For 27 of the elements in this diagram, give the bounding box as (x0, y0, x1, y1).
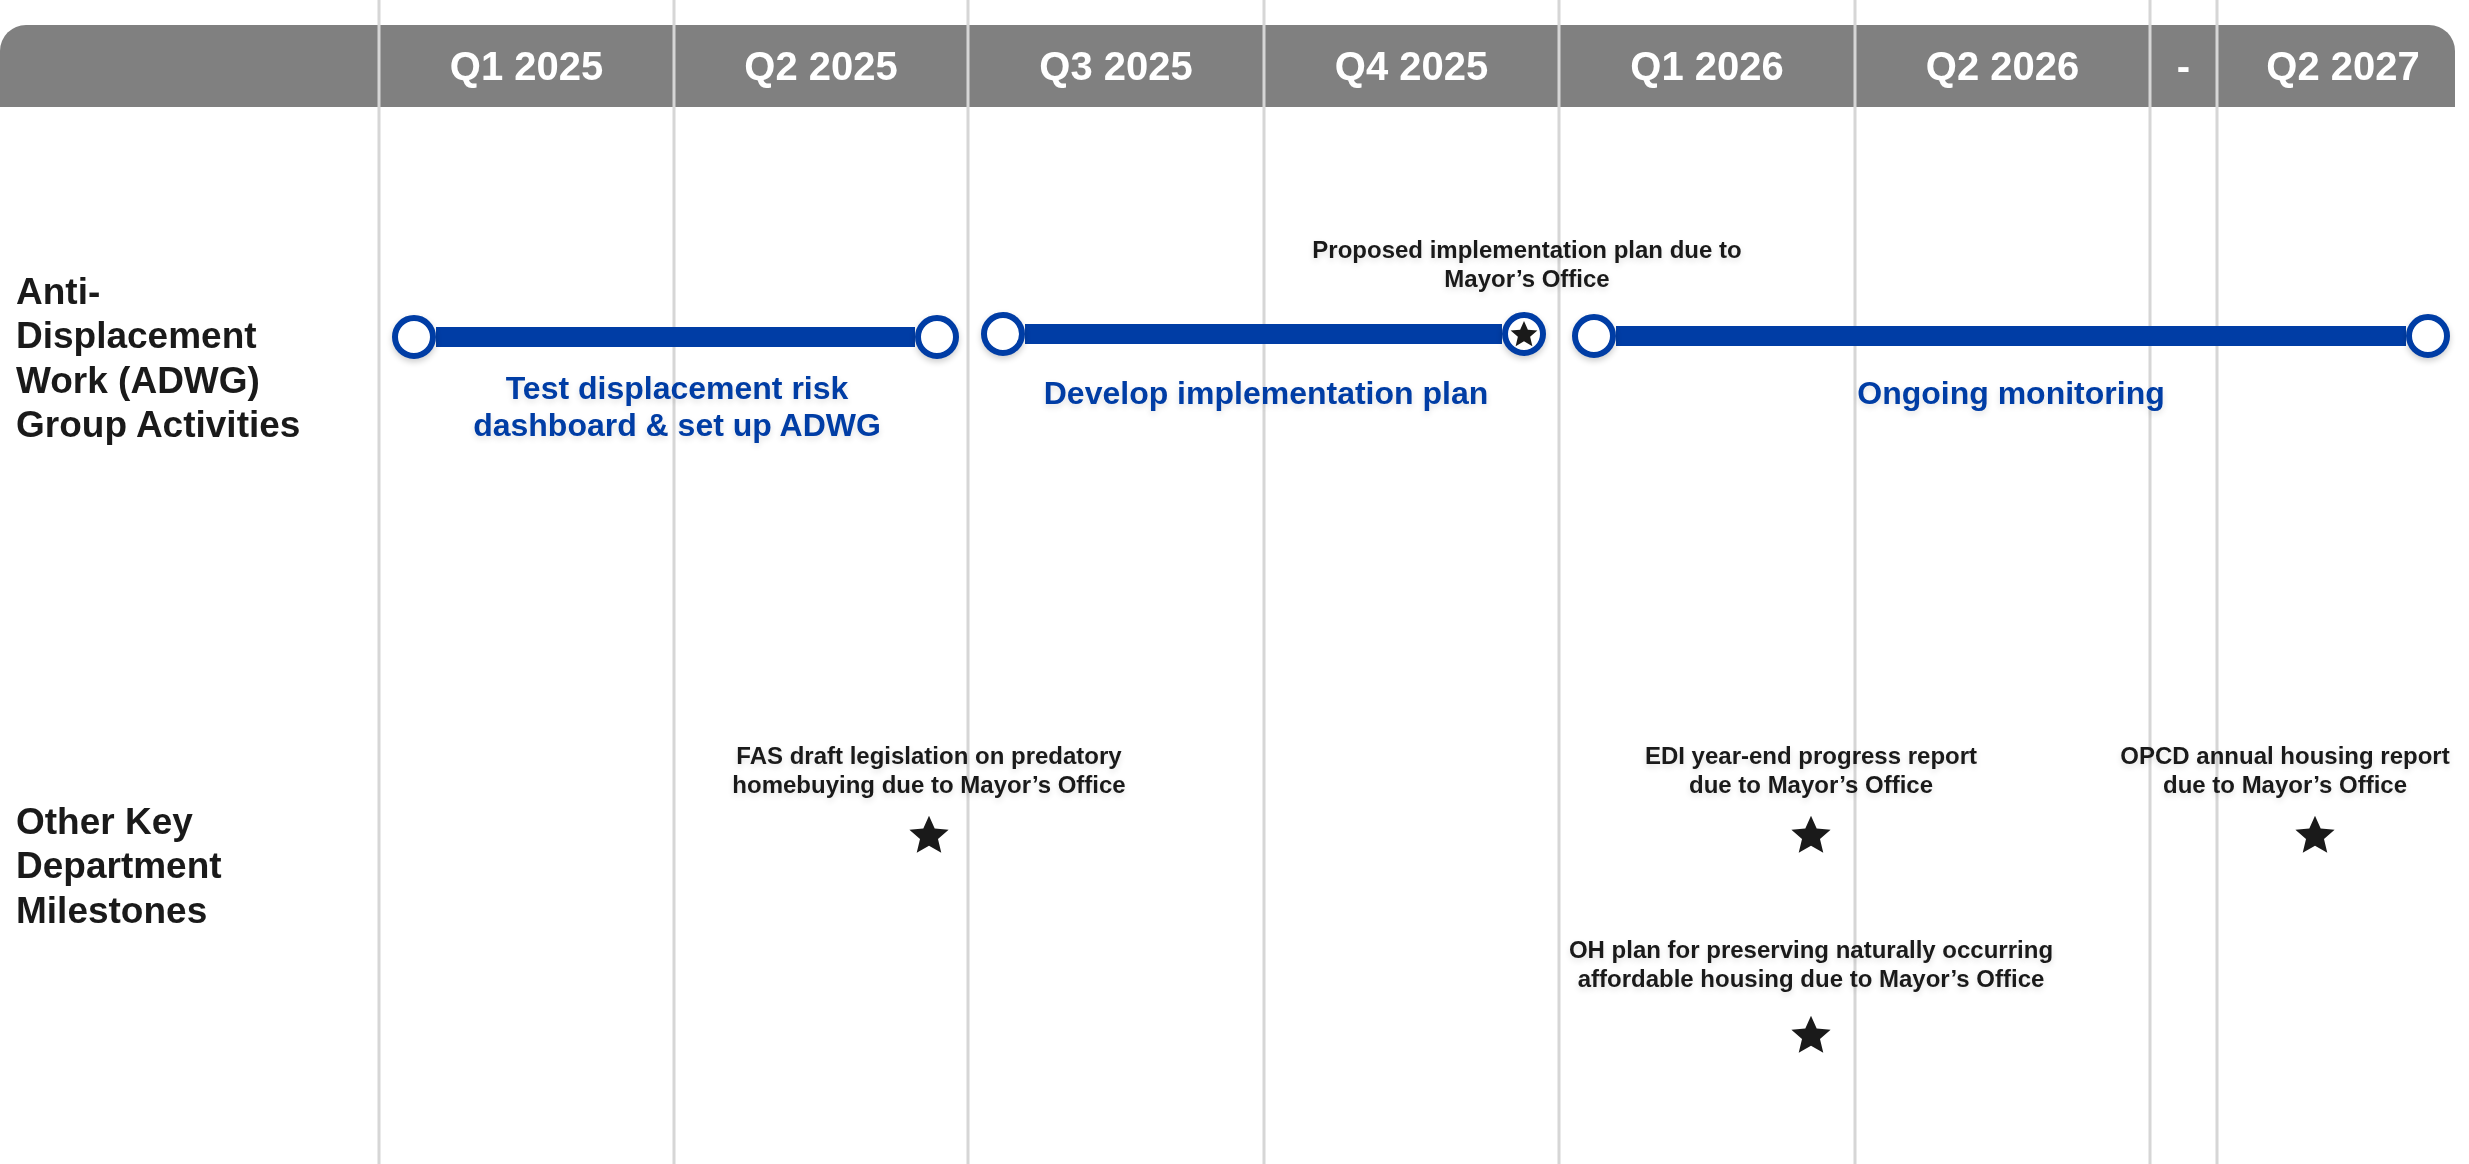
column-header: Q4 2025 (1333, 42, 1490, 90)
column-header: Q2 2025 (743, 42, 899, 90)
milestone-label: Proposed implementation plan due to Mayor’s Office (1311, 236, 1743, 294)
milestone-label: OPCD annual housing report due to Mayor’s Office (2119, 742, 2451, 800)
row-label: Anti-Displacement Work (ADWG) Group Activities (16, 270, 302, 448)
timeline-circle (1572, 314, 1616, 358)
column-header: Q2 2026 (1924, 42, 2081, 90)
timeline-circle (915, 315, 959, 359)
column-header: Q3 2025 (1038, 42, 1194, 90)
timeline-circle (392, 315, 436, 359)
timeline-circle (981, 312, 1025, 356)
edge-label: Develop implementation plan (1042, 375, 1490, 412)
column-header: Q2 2027 (2265, 42, 2421, 90)
milestone-circle (1502, 312, 1546, 356)
timeline-bar (436, 327, 915, 347)
milestone-label: OH plan for preserving naturally occurring affordable housing due to Mayor’s Office (1567, 936, 2055, 994)
milestone-label: EDI year-end progress report due to Mayor’s Office (1643, 742, 1979, 800)
column-header: Q1 2026 (1629, 42, 1785, 90)
timeline-bar (1616, 326, 2406, 346)
edge-label: Ongoing monitoring (1856, 375, 2166, 412)
timeline-circle (2406, 314, 2450, 358)
edge-label: Test displacement risk dashboard & set up ADWG (472, 370, 882, 444)
milestone-label: FAS draft legislation on predatory homebuying due to Mayor’s Office (731, 742, 1127, 800)
timeline-bar (1025, 324, 1502, 344)
row-label: Other Key Department Milestones (16, 800, 223, 933)
column-header: Q1 2025 (448, 42, 605, 90)
column-header: - (2175, 42, 2192, 90)
